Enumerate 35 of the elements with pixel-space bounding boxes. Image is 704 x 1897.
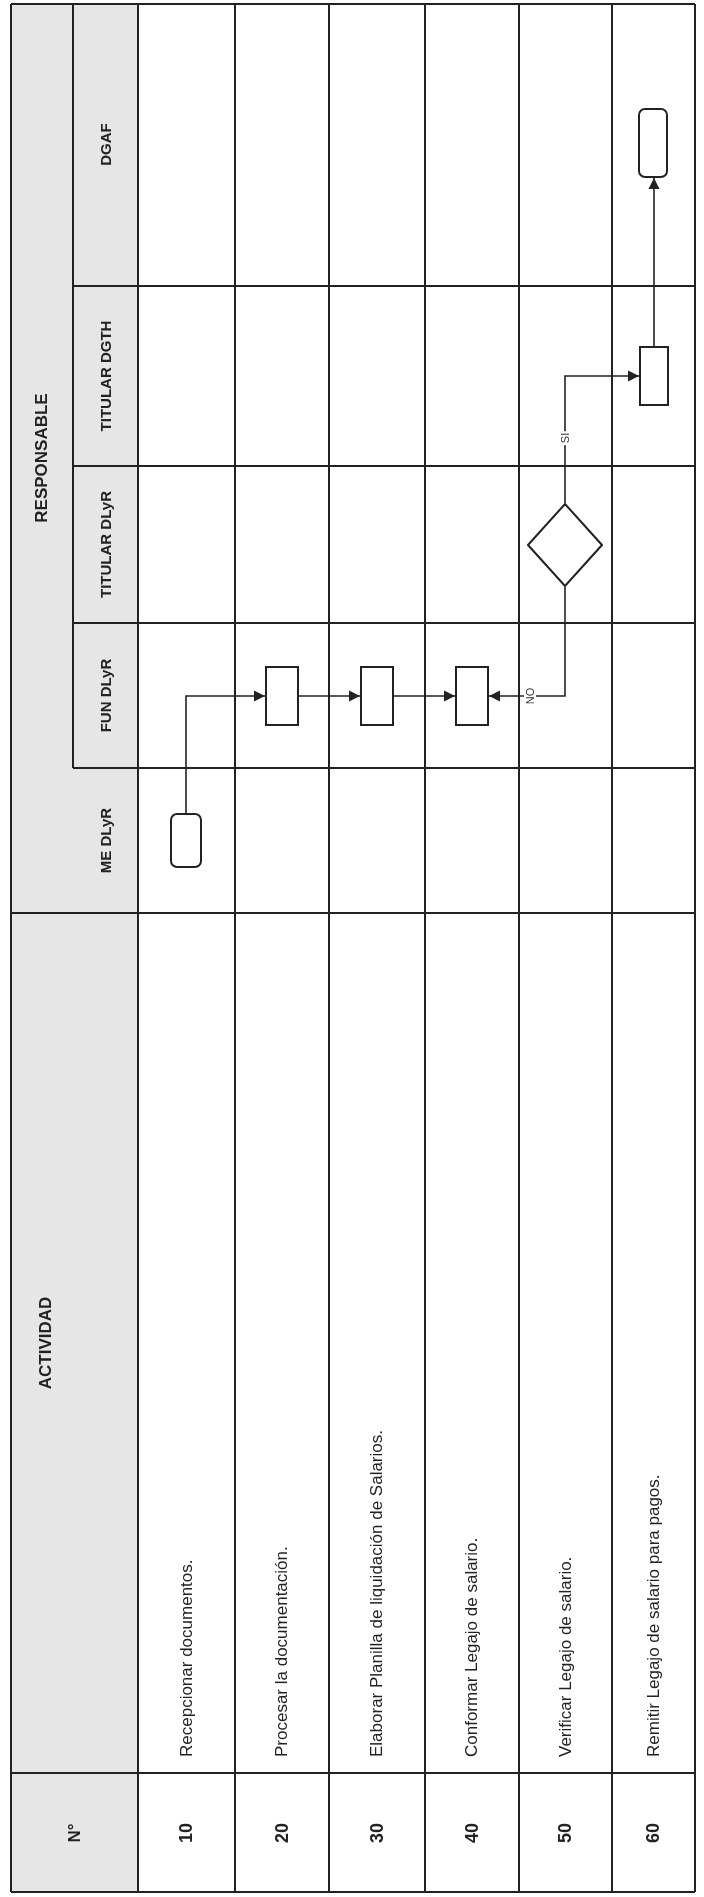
column-header: ME DLyR bbox=[97, 807, 114, 874]
arrow bbox=[298, 690, 361, 702]
arrow bbox=[564, 370, 640, 504]
column-header: DGAF bbox=[97, 123, 114, 166]
activity-text: Procesar la documentación. bbox=[272, 1546, 292, 1757]
column-header: RESPONSABLE bbox=[32, 393, 51, 523]
column-header: TITULAR DLyR bbox=[97, 491, 114, 598]
process-box bbox=[265, 666, 299, 726]
row-number: 20 bbox=[271, 1823, 293, 1843]
edge-label: SI bbox=[559, 430, 571, 446]
row-number: 30 bbox=[366, 1823, 388, 1843]
edge-label: NO bbox=[524, 685, 536, 707]
terminator-box bbox=[638, 108, 668, 178]
terminator-box bbox=[170, 813, 202, 868]
decision-diamond bbox=[527, 503, 603, 587]
process-box bbox=[639, 346, 669, 406]
arrow bbox=[185, 690, 266, 814]
process-box bbox=[455, 666, 489, 726]
row-number: 40 bbox=[461, 1823, 483, 1843]
activity-text: Conformar Legajo de salario. bbox=[462, 1537, 482, 1757]
arrow bbox=[393, 690, 456, 702]
activity-text: Elaborar Planilla de liquidación de Salarios. bbox=[367, 1430, 387, 1757]
activity-text: Recepcionar documentos. bbox=[176, 1559, 197, 1757]
process-box bbox=[360, 666, 394, 726]
activity-text: Remitir Legajo de salario para pagos. bbox=[643, 1474, 664, 1757]
activity-text: Verificar Legajo de salario. bbox=[555, 1556, 576, 1757]
column-header: N° bbox=[64, 1823, 84, 1843]
column-header: FUN DLyR bbox=[97, 658, 114, 733]
column-header: ACTIVIDAD bbox=[35, 1296, 55, 1390]
arrow bbox=[488, 586, 566, 702]
row-number: 50 bbox=[555, 1823, 576, 1843]
column-header: TITULAR DGTH bbox=[97, 320, 114, 432]
arrow bbox=[648, 177, 660, 347]
row-number: 10 bbox=[176, 1823, 197, 1843]
row-number: 60 bbox=[643, 1823, 664, 1843]
